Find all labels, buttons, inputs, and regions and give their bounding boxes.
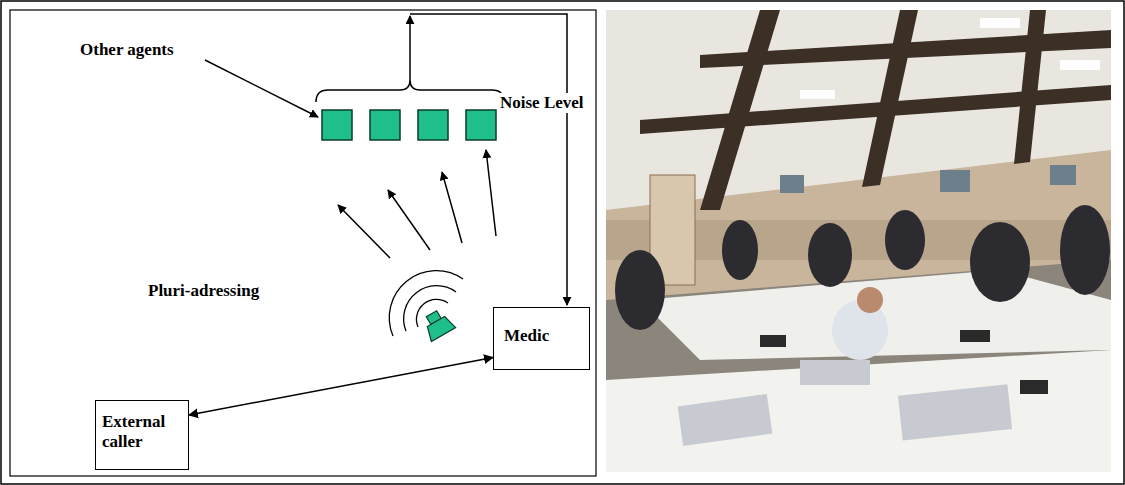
agent-squares [322,110,496,140]
connector-arrow [189,357,493,415]
medic-box: Medic [493,307,590,370]
speaker-symbol [389,271,463,342]
diagram-panel [10,10,596,476]
noise-label: Noise Level [498,93,586,113]
pluri-label: Pluri-adressing [146,281,261,301]
box-text: External caller [102,412,180,452]
agents-label: Other agents [78,40,176,60]
noise-arrow-up [409,16,411,80]
control-room-photo [606,10,1111,472]
pointer-arrow [205,60,318,117]
box-text: Medic [504,326,579,346]
caller-box: External caller [95,400,189,470]
pluri-arrows [338,150,496,258]
brace [316,80,504,102]
noise-level-line [410,14,567,305]
